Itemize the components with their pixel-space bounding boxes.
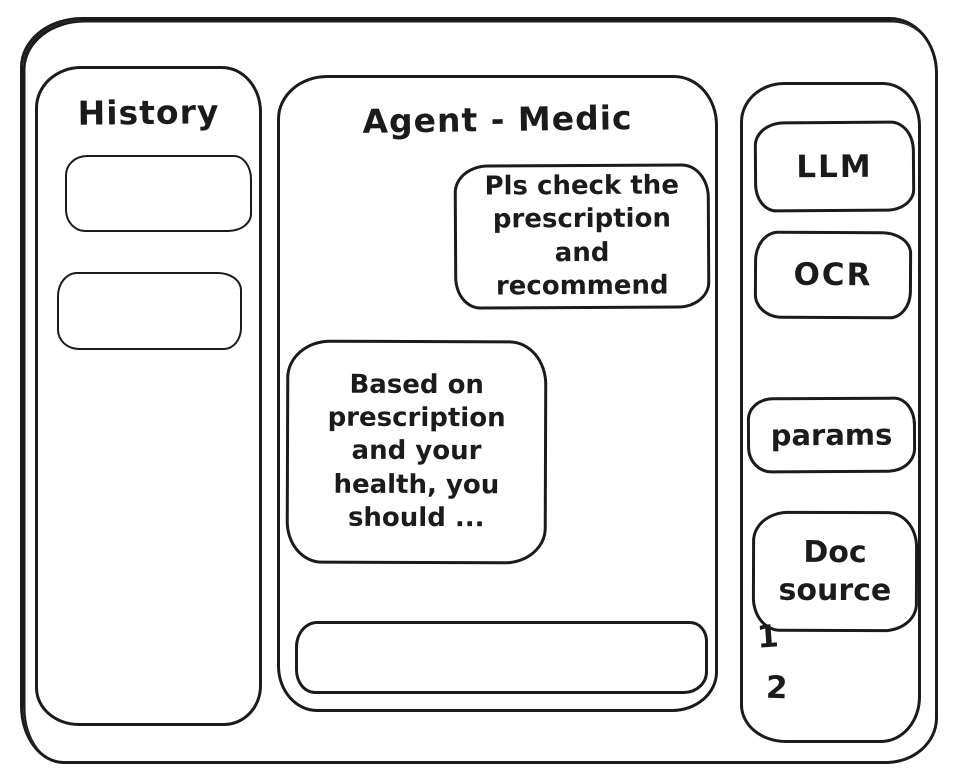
history-panel: History — [35, 66, 262, 726]
chat-title: Agent - Medic — [362, 98, 633, 141]
doc-source-button-label: Doc source — [778, 534, 892, 608]
ocr-button-label: OCR — [793, 256, 873, 294]
llm-button-label: LLM — [796, 148, 873, 185]
ocr-button[interactable]: OCR — [753, 230, 913, 320]
doc-source-item-1[interactable]: 1 — [755, 618, 780, 656]
params-button-label: params — [770, 417, 893, 453]
history-title: History — [77, 92, 220, 133]
params-button[interactable]: params — [746, 396, 917, 474]
chat-panel: Agent - Medic Pls check the prescription… — [277, 75, 718, 712]
chat-input[interactable] — [295, 621, 708, 694]
agent-message-bubble: Based on prescription and your health, y… — [285, 339, 548, 565]
user-message-text: Pls check the prescription and recommend — [484, 170, 680, 302]
doc-source-item-2[interactable]: 2 — [765, 669, 789, 707]
agent-message-text: Based on prescription and your health, y… — [327, 369, 506, 534]
history-item[interactable] — [57, 272, 242, 350]
doc-source-button[interactable]: Doc source — [751, 510, 919, 633]
llm-button[interactable]: LLM — [753, 120, 916, 213]
tools-panel: LLM OCR params Doc source 1 2 — [740, 82, 921, 743]
history-item[interactable] — [65, 155, 252, 232]
user-message-bubble: Pls check the prescription and recommend — [453, 163, 711, 310]
